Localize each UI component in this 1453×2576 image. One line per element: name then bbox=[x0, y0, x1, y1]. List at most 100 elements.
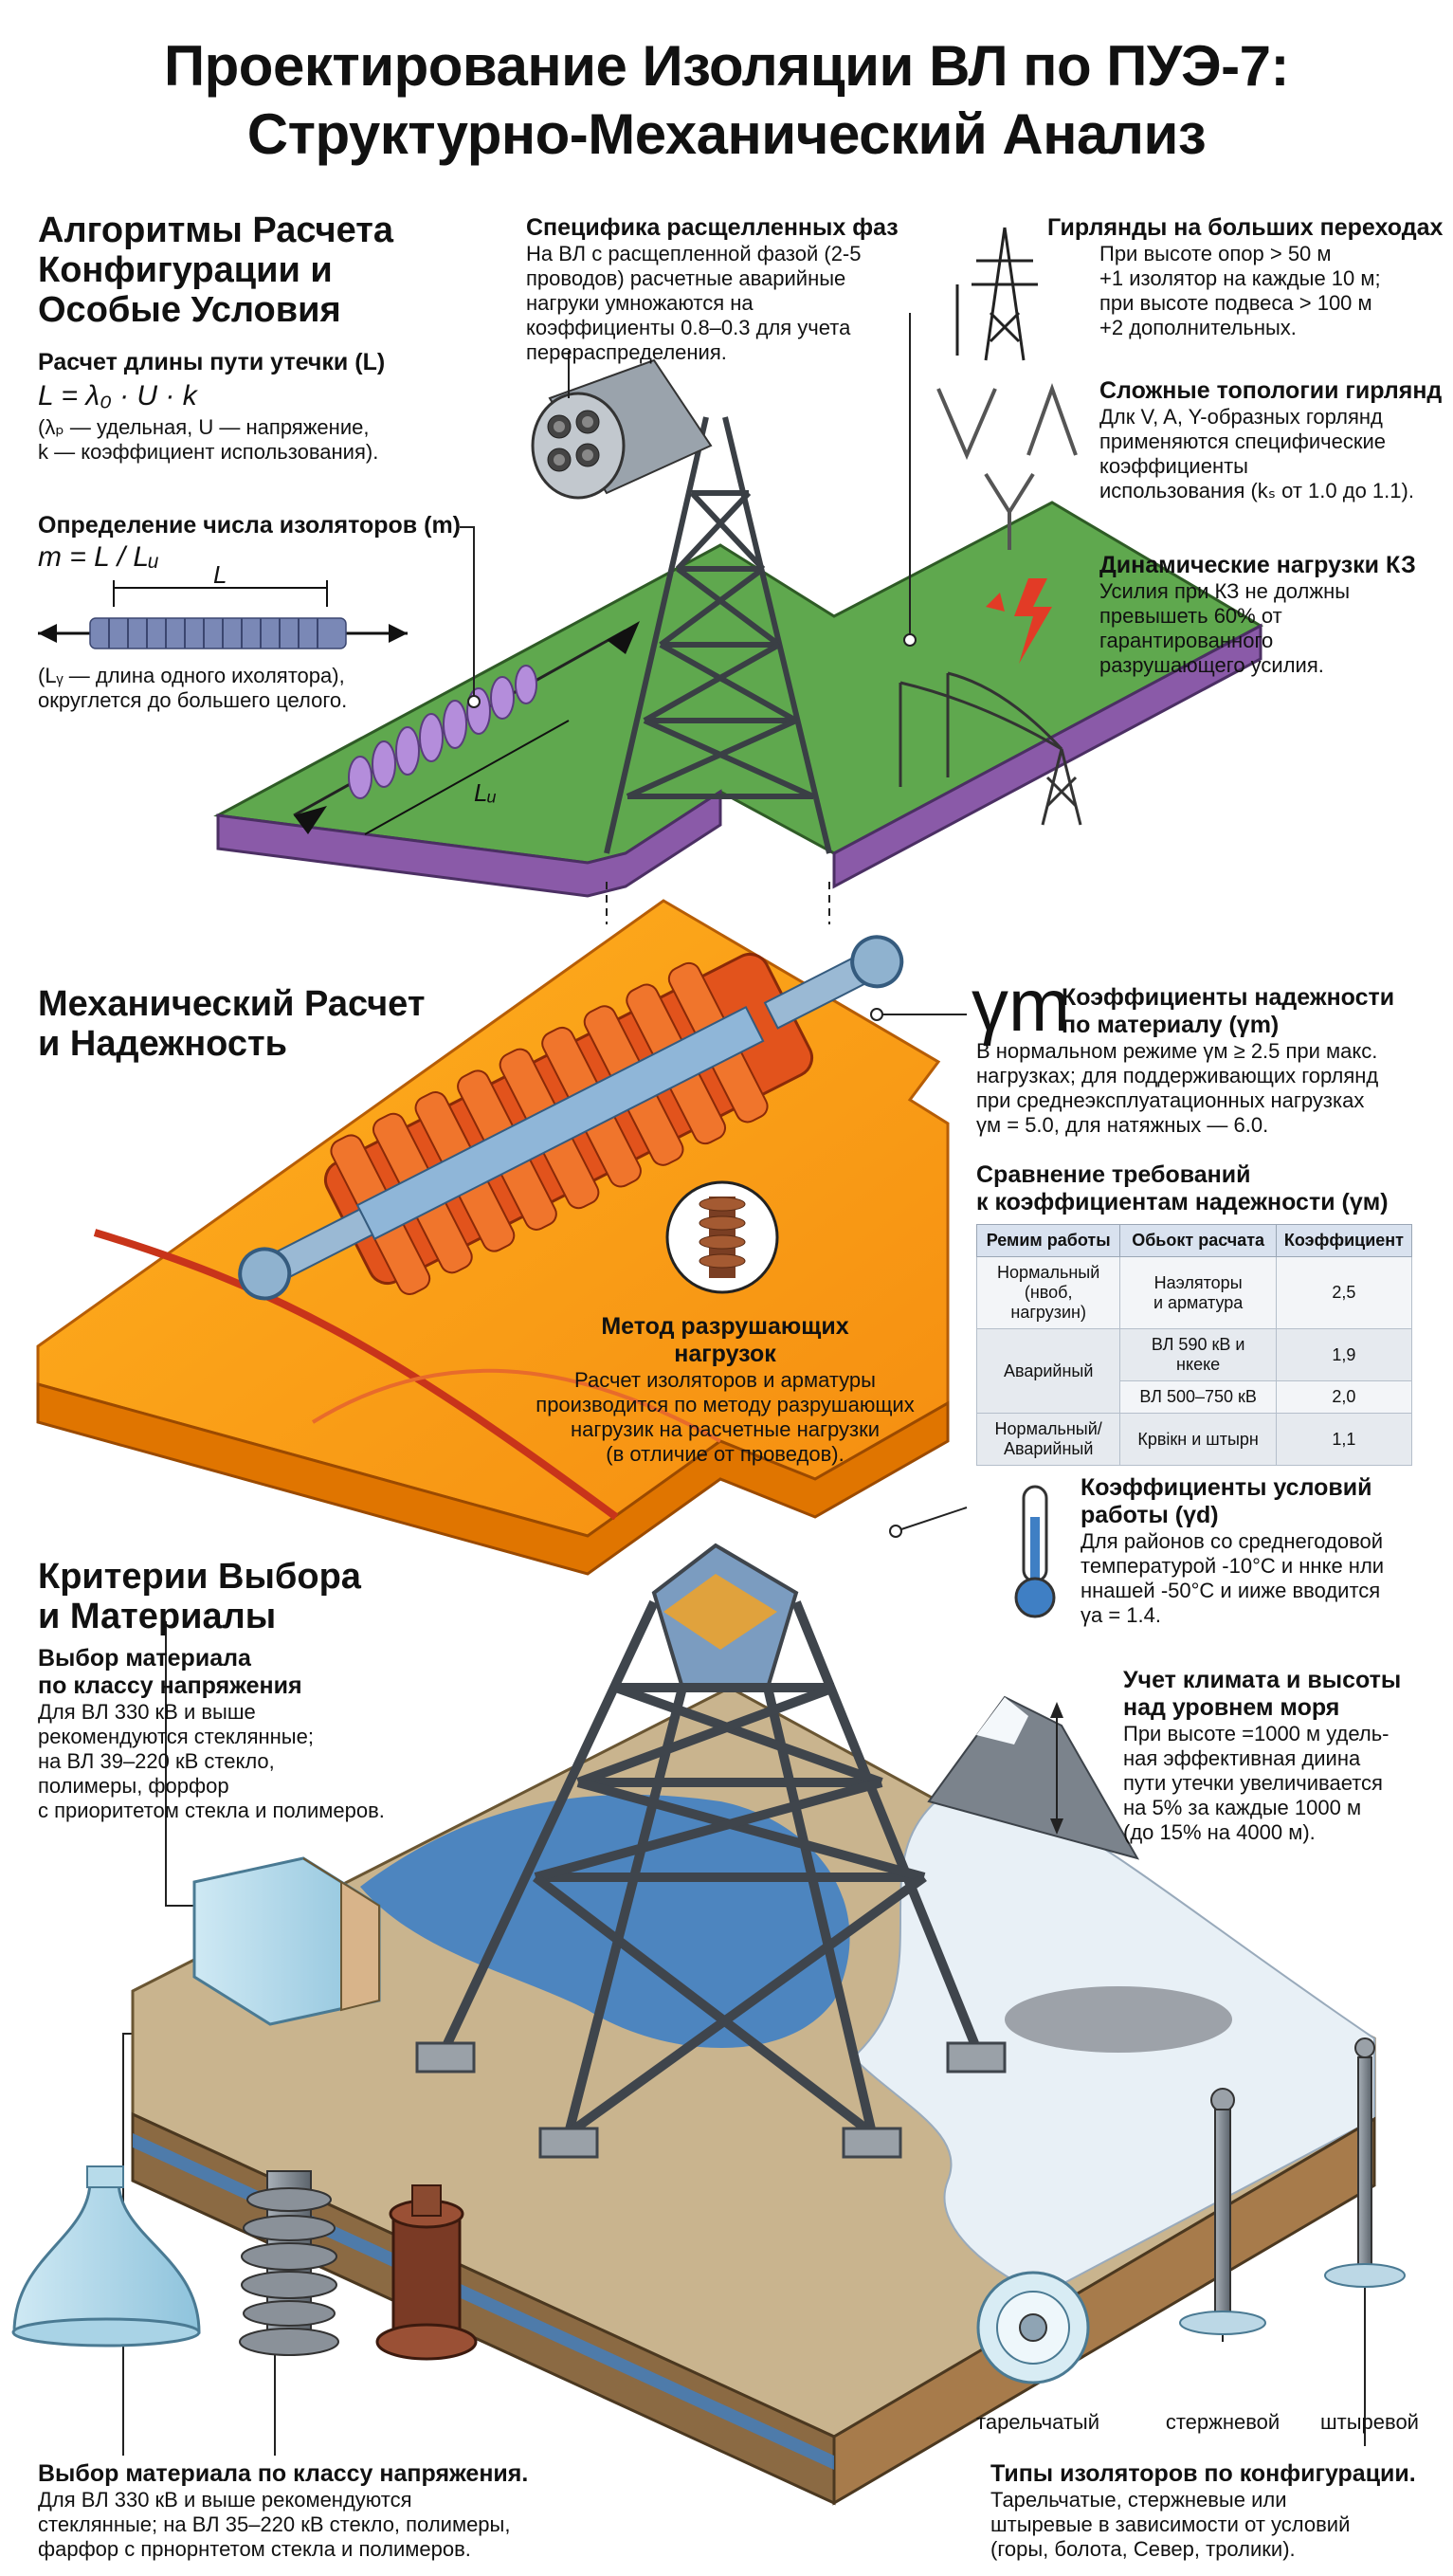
short-circuit-icon bbox=[986, 578, 1052, 664]
climate-title-line: над уровнем моря bbox=[1123, 1694, 1340, 1721]
text-line: Расчет изоляторов и арматуры bbox=[574, 1368, 876, 1392]
section-connectors bbox=[606, 882, 830, 924]
dimension-arrow bbox=[38, 580, 408, 649]
text-line: коэффициенты 0.8–0.3 для учета bbox=[526, 316, 851, 339]
climate-title-line: Учет климата и высоты bbox=[1123, 1667, 1402, 1693]
text-line: Длк V, A, Y-образных горлянд bbox=[1099, 405, 1383, 429]
text-line: При высоте =1000 м удель- bbox=[1123, 1722, 1389, 1745]
big-crossings-title: Гирлянды на больших переходах bbox=[1047, 214, 1444, 241]
gamma-m-title-line: по материалу (γm) bbox=[1062, 1012, 1280, 1038]
gamma-m-block: Коэффициенты надежности по материалу (γm… bbox=[976, 984, 1450, 1138]
text-line: (в отличие от проведов). bbox=[606, 1442, 845, 1466]
table-header: Обьокт расчата bbox=[1119, 1224, 1277, 1257]
table-cell: 1,9 bbox=[1275, 1328, 1413, 1381]
text-line: температурой -10°С и ннке нли bbox=[1081, 1554, 1385, 1578]
topologies-block: Сложные топологии гирлянд Длк V, A, Y-об… bbox=[1099, 377, 1450, 503]
text-line: округлется до большего целого. bbox=[38, 688, 348, 712]
text-line: штыревые в зависимости от условий bbox=[990, 2512, 1351, 2536]
mechanical-heading-line: и Надежность bbox=[38, 1024, 287, 1064]
text-line: Усилия при КЗ не должны bbox=[1099, 579, 1351, 603]
mechanical-heading-line: Механический Расчет bbox=[38, 984, 426, 1024]
big-crossings-block: Гирлянды на больших переходах При высоте… bbox=[1047, 214, 1445, 340]
requirements-table: Ремим работы Обьокт расчата Коэффициент … bbox=[975, 1224, 1413, 1466]
text-line: (до 15% на 4000 м). bbox=[1123, 1820, 1316, 1844]
lower-tower-illustration bbox=[415, 1543, 1007, 2159]
title-line-1: Проектирование Изоляции ВЛ по ПУЭ-7: bbox=[164, 34, 1289, 98]
leak-length-formula: L = λ₀ · U · k bbox=[38, 380, 197, 411]
text-line: нагрузик на расчетные нагрузки bbox=[571, 1417, 880, 1441]
gamma-m-title-line: Коэффициенты надежности bbox=[1062, 984, 1395, 1011]
crossing-tower-icon bbox=[955, 227, 1038, 361]
text-line: использования (kₛ от 1.0 до 1.1). bbox=[1099, 479, 1414, 502]
text-line: Аварийный bbox=[1003, 1439, 1094, 1458]
criteria-heading-line: и Материалы bbox=[38, 1597, 277, 1636]
label-disc-insulator: тарельчатый bbox=[976, 2410, 1100, 2434]
text-line: ннашей -50°С и ииже вводится bbox=[1081, 1579, 1381, 1602]
text-line: гарантированного bbox=[1099, 629, 1274, 652]
text-line: превышеть 60% от bbox=[1099, 604, 1282, 628]
field-towers-illustration bbox=[899, 671, 1082, 826]
text-line: и арматура bbox=[1153, 1292, 1244, 1312]
label-pin-insulator: штыревой bbox=[1320, 2410, 1419, 2434]
requirements-title-line: к коэффициентам надежности (γм) bbox=[976, 1189, 1389, 1215]
text-line: В нормальном режиме γм ≥ 2.5 при макс. bbox=[976, 1039, 1378, 1063]
text-line: перераспределения. bbox=[526, 340, 727, 364]
algorithms-heading-line: Конфигурации и bbox=[38, 250, 333, 290]
text-line: фарфор с прнорнтетом стекла и полимеров. bbox=[38, 2537, 471, 2561]
text-line: рекомендуются стеклянные; bbox=[38, 1725, 314, 1748]
title-line-2: Структурно-Механический Анализ bbox=[246, 102, 1207, 166]
algorithms-heading-line: Особые Условия bbox=[38, 290, 341, 330]
mountain-illustration bbox=[927, 1695, 1140, 1860]
text-line: нагруки умножаются на bbox=[526, 291, 754, 315]
text-line: на 5% за каждые 1000 м bbox=[1123, 1796, 1362, 1819]
text-line: k — коэффициент использования). bbox=[38, 440, 379, 464]
text-line: +1 изолятор на каждые 10 м; bbox=[1099, 266, 1381, 290]
text-line: γм = 5.0, для натяжных — 6.0. bbox=[976, 1113, 1269, 1137]
table-row: ВЛ 500–750 кВ 2,0 bbox=[977, 1380, 1413, 1414]
table-cell: Нормальный(нвоб, нагрузин) bbox=[975, 1256, 1121, 1329]
text-line: γа = 1.4. bbox=[1081, 1603, 1162, 1627]
text-line: проводов) расчетные аварийные bbox=[526, 266, 846, 290]
text-line: полимеры, форфор bbox=[38, 1774, 229, 1798]
text-line: Тарельчатые, стержневые или bbox=[990, 2488, 1287, 2512]
criteria-heading-line: Критерии Выбора bbox=[38, 1557, 361, 1597]
mechanical-heading: Механический Расчет и Надежность bbox=[38, 984, 474, 1064]
requirements-block: Сравнение требований к коэффициентам над… bbox=[975, 1161, 1422, 1466]
dimension-label-Lu: Lᵤ bbox=[474, 778, 497, 807]
short-circuit-block: Динамические нагрузки КЗ Усилия при КЗ н… bbox=[1099, 552, 1450, 678]
table-cell: ВЛ 500–750 кВ bbox=[1119, 1380, 1277, 1414]
glass-insulator-illustration bbox=[11, 2165, 201, 2348]
text-line: при среднеэксплуатационных нагрузках bbox=[976, 1088, 1365, 1112]
bottom-left-title: Выбор материала по классу напряжения. bbox=[38, 2460, 529, 2487]
dimension-label-L: L bbox=[213, 560, 227, 589]
table-cell: 2,5 bbox=[1275, 1256, 1413, 1329]
text-line: производится по методу разрушающих bbox=[536, 1393, 915, 1416]
bottom-left-caption: Выбор материала по классу напряжения. Дл… bbox=[38, 2460, 607, 2562]
table-cell: Аварийный bbox=[975, 1328, 1121, 1414]
table-cell: 2,0 bbox=[1275, 1380, 1413, 1414]
text-line: При высоте опор > 50 м bbox=[1099, 242, 1332, 265]
requirements-title-line: Сравнение требований bbox=[976, 1161, 1251, 1188]
split-phase-block: Специфика расщелленных фаз На ВЛ с расще… bbox=[526, 214, 943, 365]
garland-topology-icons bbox=[936, 383, 1078, 550]
rod-insulator-icon bbox=[1179, 2088, 1266, 2335]
text-line: Для ВЛ 330 кВ и выше рекомендуются bbox=[38, 2488, 412, 2512]
text-line: На ВЛ с расщепленной фазой (2-5 bbox=[526, 242, 862, 265]
method-title-line: Метод разрушающих bbox=[601, 1313, 849, 1340]
gamma-d-block: Коэффициенты условий работы (γd) Для рай… bbox=[1081, 1474, 1450, 1628]
mechanical-insulator-illustration bbox=[238, 935, 904, 1301]
table-cell: ВЛ 590 кВ и нкеке bbox=[1119, 1328, 1277, 1381]
text-line: при высоте подвеса > 100 м bbox=[1099, 291, 1372, 315]
table-header: Коэффициент bbox=[1275, 1224, 1413, 1257]
text-line: стеклянные; на ВЛ 35–220 кВ стекло, поли… bbox=[38, 2512, 511, 2536]
text-line: на ВЛ 39–220 кВ стекло, bbox=[38, 1749, 275, 1773]
insulator-count-title: Определение числа изоляторов (m) bbox=[38, 512, 461, 539]
material-title-line: Выбор материала bbox=[38, 1645, 251, 1672]
page-title: Проектирование Изоляции ВЛ по ПУЭ-7: Стр… bbox=[0, 32, 1453, 169]
insulator-count-description: (Lᵧ — длина одного ихолятора), округлетс… bbox=[38, 664, 474, 713]
algorithms-heading: Алгоритмы Расчета Конфигурации и Особые … bbox=[38, 210, 474, 330]
text-line: коэффициенты bbox=[1099, 454, 1248, 478]
